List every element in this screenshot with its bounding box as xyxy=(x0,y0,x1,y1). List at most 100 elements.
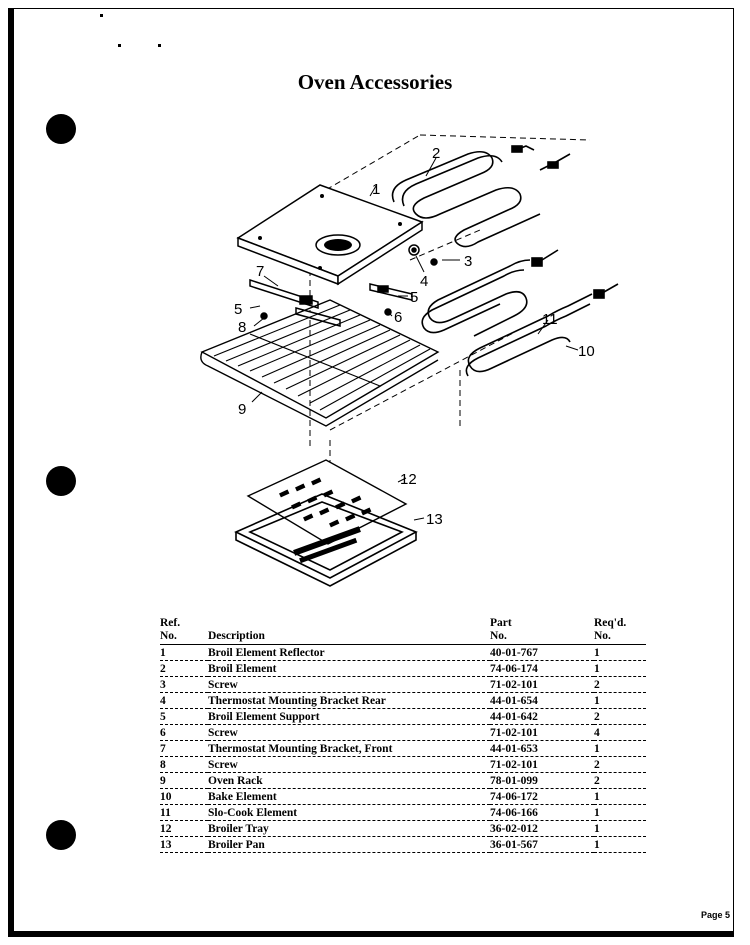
cell-description: Broiler Pan xyxy=(208,836,490,853)
cell-part: 44-01-653 xyxy=(490,740,594,757)
cell-ref: 10 xyxy=(160,788,208,805)
binder-hole xyxy=(46,466,76,496)
cell-part: 44-01-654 xyxy=(490,692,594,709)
callout-leader-lines xyxy=(249,157,579,521)
header-part-line1: Part xyxy=(490,617,512,629)
cell-qty: 2 xyxy=(594,676,646,693)
cell-ref: 4 xyxy=(160,692,208,709)
cell-part: 74-06-174 xyxy=(490,660,594,677)
cell-description: Broil Element Support xyxy=(208,708,490,725)
cell-qty: 4 xyxy=(594,724,646,741)
cell-qty: 2 xyxy=(594,708,646,725)
parts-list-table: Ref. No. Description Part No. Req'd. No.… xyxy=(160,617,646,853)
page-title: Oven Accessories xyxy=(297,70,453,94)
header-qty-line2: No. xyxy=(594,630,611,642)
cell-ref: 9 xyxy=(160,772,208,789)
header-qty: Req'd. No. xyxy=(594,617,646,645)
callout-5-right: 5 xyxy=(410,289,418,306)
cell-ref: 12 xyxy=(160,820,208,837)
broil-element xyxy=(391,145,571,248)
cell-part: 78-01-099 xyxy=(490,772,594,789)
binder-hole xyxy=(46,820,76,850)
cell-qty: 1 xyxy=(594,692,646,709)
broil-element-reflector xyxy=(236,184,424,286)
cell-description: Bake Element xyxy=(208,788,490,805)
thermostat-brackets xyxy=(249,244,438,327)
binder-hole xyxy=(46,114,76,144)
header-description: Description xyxy=(208,617,490,645)
callout-7: 7 xyxy=(256,263,264,280)
cell-qty: 2 xyxy=(594,756,646,773)
bake-and-slo-cook-elements xyxy=(421,249,619,377)
cell-ref: 13 xyxy=(160,836,208,853)
cell-qty: 1 xyxy=(594,644,646,661)
cell-description: Broiler Tray xyxy=(208,820,490,837)
cell-description: Broil Element Reflector xyxy=(208,644,490,661)
cell-part: 74-06-166 xyxy=(490,804,594,821)
table-header-row: Ref. No. Description Part No. Req'd. No. xyxy=(160,617,646,645)
cell-part: 74-06-172 xyxy=(490,788,594,805)
callout-6: 6 xyxy=(394,309,402,326)
callout-11: 11 xyxy=(542,311,558,328)
cell-part: 36-01-567 xyxy=(490,836,594,853)
cell-part: 40-01-767 xyxy=(490,644,594,661)
callout-5-left: 5 xyxy=(234,301,242,318)
scan-speck xyxy=(100,14,103,17)
cell-ref: 1 xyxy=(160,644,208,661)
header-qty-line1: Req'd. xyxy=(594,617,627,629)
cell-ref: 6 xyxy=(160,724,208,741)
callout-4: 4 xyxy=(420,273,428,290)
cell-part: 36-02-012 xyxy=(490,820,594,837)
page-border xyxy=(8,8,734,937)
callout-3: 3 xyxy=(464,253,472,270)
cell-part: 44-01-642 xyxy=(490,708,594,725)
cell-part: 71-02-101 xyxy=(490,676,594,693)
cell-description: Oven Rack xyxy=(208,772,490,789)
cell-qty: 1 xyxy=(594,836,646,853)
callout-12: 12 xyxy=(400,471,417,488)
page-number: Page 5 xyxy=(700,910,730,920)
cell-description: Broil Element xyxy=(208,660,490,677)
header-ref-line2: No. xyxy=(160,630,177,642)
cell-description: Screw xyxy=(208,676,490,693)
cell-qty: 2 xyxy=(594,772,646,789)
scan-speck xyxy=(158,44,161,47)
alignment-guides xyxy=(239,134,591,465)
scan-speck xyxy=(118,44,121,47)
cell-ref: 8 xyxy=(160,756,208,773)
cell-description: Thermostat Mounting Bracket Rear xyxy=(208,692,490,709)
cell-ref: 3 xyxy=(160,676,208,693)
callout-2: 2 xyxy=(432,145,440,162)
callout-13: 13 xyxy=(426,511,443,528)
callout-1: 1 xyxy=(372,181,380,198)
header-part: Part No. xyxy=(490,617,594,645)
header-part-line2: No. xyxy=(490,630,507,642)
cell-ref: 2 xyxy=(160,660,208,677)
cell-qty: 1 xyxy=(594,804,646,821)
broiler-pan xyxy=(234,493,418,587)
cell-part: 71-02-101 xyxy=(490,724,594,741)
cell-qty: 1 xyxy=(594,740,646,757)
header-ref-line1: Ref. xyxy=(160,617,181,629)
exploded-parts-diagram: 1 2 3 4 5 5 6 7 8 9 10 11 12 13 xyxy=(200,134,619,587)
callout-10: 10 xyxy=(578,343,595,360)
cell-ref: 5 xyxy=(160,708,208,725)
cell-ref: 11 xyxy=(160,804,208,821)
cell-description: Slo-Cook Element xyxy=(208,804,490,821)
cell-qty: 1 xyxy=(594,660,646,677)
cell-qty: 1 xyxy=(594,820,646,837)
cell-description: Screw xyxy=(208,724,490,741)
cell-ref: 7 xyxy=(160,740,208,757)
cell-qty: 1 xyxy=(594,788,646,805)
